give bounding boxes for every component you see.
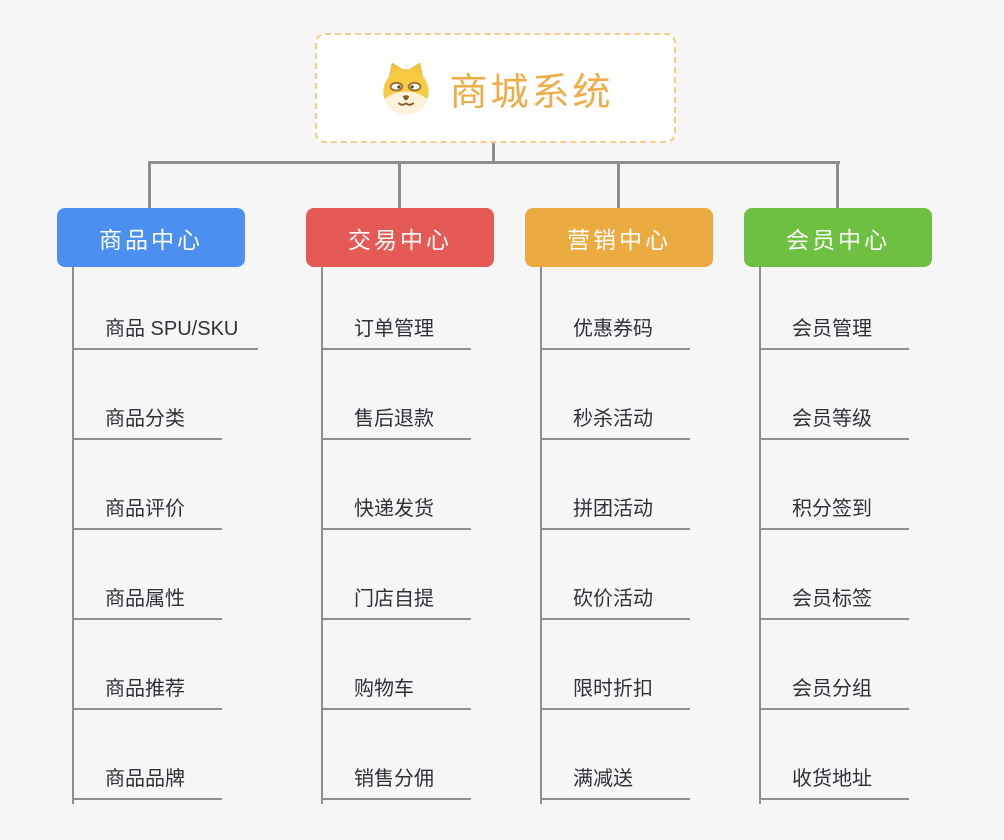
child-topic[interactable]: 购物车 — [321, 620, 471, 710]
root-topic-label: 商城系统 — [449, 71, 614, 114]
child-topic[interactable]: 会员标签 — [759, 530, 909, 620]
child-topic-label: 商品 SPU/SKU — [105, 318, 239, 340]
child-topic[interactable]: 商品属性 — [72, 530, 222, 620]
branch-children: 订单管理售后退款快递发货门店自提购物车销售分佣 — [321, 260, 471, 800]
branch-label: 营销中心 — [567, 226, 671, 253]
child-topic[interactable]: 商品 SPU/SKU — [72, 260, 259, 350]
child-topic-label: 优惠券码 — [573, 318, 653, 340]
branch-header[interactable]: 商品中心 — [57, 208, 245, 267]
child-topic-label: 限时折扣 — [573, 678, 653, 700]
child-topic-label: 快递发货 — [354, 498, 434, 520]
branch-connector-line — [321, 267, 323, 804]
child-topic[interactable]: 会员管理 — [759, 260, 909, 350]
child-topic-label: 商品评价 — [105, 498, 185, 520]
branch-children: 会员管理会员等级积分签到会员标签会员分组收货地址 — [759, 260, 909, 800]
child-topic-label: 会员管理 — [792, 318, 872, 340]
connector-drop-1 — [148, 161, 151, 208]
child-topic-label: 会员标签 — [792, 588, 872, 610]
branch: 会员中心 会员管理会员等级积分签到会员标签会员分组收货地址 — [744, 208, 1004, 820]
child-topic[interactable]: 快递发货 — [321, 440, 471, 530]
child-topic[interactable]: 售后退款 — [321, 350, 471, 440]
child-topic-label: 购物车 — [354, 678, 414, 700]
child-topic-label: 商品属性 — [105, 588, 185, 610]
branch-connector-line — [759, 267, 761, 804]
child-topic[interactable]: 会员等级 — [759, 350, 909, 440]
child-topic-label: 门店自提 — [354, 588, 434, 610]
branch-connector-line — [72, 267, 74, 804]
child-topic[interactable]: 拼团活动 — [540, 440, 690, 530]
child-topic[interactable]: 订单管理 — [321, 260, 471, 350]
child-topic-label: 秒杀活动 — [573, 408, 653, 430]
branch-children: 商品 SPU/SKU 商品分类商品评价商品属性商品推荐商品品牌 — [72, 260, 259, 800]
branch-label: 交易中心 — [348, 226, 452, 253]
connector-drop-4 — [836, 161, 839, 208]
branch: 商品中心 商品 SPU/SKU 商品分类商品评价商品属性商品推荐商品品牌 — [57, 208, 317, 820]
child-topic[interactable]: 门店自提 — [321, 530, 471, 620]
child-topic[interactable]: 积分签到 — [759, 440, 909, 530]
child-topic-label: 订单管理 — [354, 318, 434, 340]
branch-label: 商品中心 — [99, 226, 203, 253]
branch-header[interactable]: 会员中心 — [744, 208, 932, 267]
child-topic-label: 满减送 — [573, 768, 633, 790]
connector-drop-3 — [617, 161, 620, 208]
child-topic-label: 拼团活动 — [573, 498, 653, 520]
child-topic-label: 积分签到 — [792, 498, 872, 520]
child-topic-label: 收货地址 — [792, 768, 872, 790]
child-topic[interactable]: 商品评价 — [72, 440, 222, 530]
branch: 交易中心 订单管理售后退款快递发货门店自提购物车销售分佣 — [306, 208, 566, 820]
child-topic[interactable]: 会员分组 — [759, 620, 909, 710]
child-topic[interactable]: 优惠券码 — [540, 260, 690, 350]
child-topic[interactable]: 商品品牌 — [72, 710, 222, 800]
child-topic-label: 会员等级 — [792, 408, 872, 430]
branch-label: 会员中心 — [786, 226, 890, 253]
root-topic[interactable]: 商城系统 — [315, 33, 676, 143]
child-topic[interactable]: 砍价活动 — [540, 530, 690, 620]
child-topic[interactable]: 满减送 — [540, 710, 690, 800]
child-topic[interactable]: 秒杀活动 — [540, 350, 690, 440]
child-topic-label: 商品品牌 — [105, 768, 185, 790]
connector-root-stub — [492, 143, 495, 164]
child-topic[interactable]: 收货地址 — [759, 710, 909, 800]
branch: 营销中心 优惠券码秒杀活动拼团活动砍价活动限时折扣满减送 — [525, 208, 785, 820]
child-topic-label: 砍价活动 — [573, 588, 653, 610]
branch-header[interactable]: 营销中心 — [525, 208, 713, 267]
child-topic-label: 会员分组 — [792, 678, 872, 700]
child-topic-label: 商品推荐 — [105, 678, 185, 700]
child-topic[interactable]: 限时折扣 — [540, 620, 690, 710]
connector-drop-2 — [398, 161, 401, 208]
child-topic-label: 销售分佣 — [354, 768, 434, 790]
child-topic-label: 商品分类 — [105, 408, 185, 430]
child-topic-label: 售后退款 — [354, 408, 434, 430]
branch-connector-line — [540, 267, 542, 804]
dog-face-icon — [377, 59, 435, 117]
child-topic[interactable]: 商品分类 — [72, 350, 222, 440]
branch-children: 优惠券码秒杀活动拼团活动砍价活动限时折扣满减送 — [540, 260, 690, 800]
branch-header[interactable]: 交易中心 — [306, 208, 494, 267]
child-topic[interactable]: 商品推荐 — [72, 620, 222, 710]
child-topic[interactable]: 销售分佣 — [321, 710, 471, 800]
connector-bus — [148, 161, 840, 164]
